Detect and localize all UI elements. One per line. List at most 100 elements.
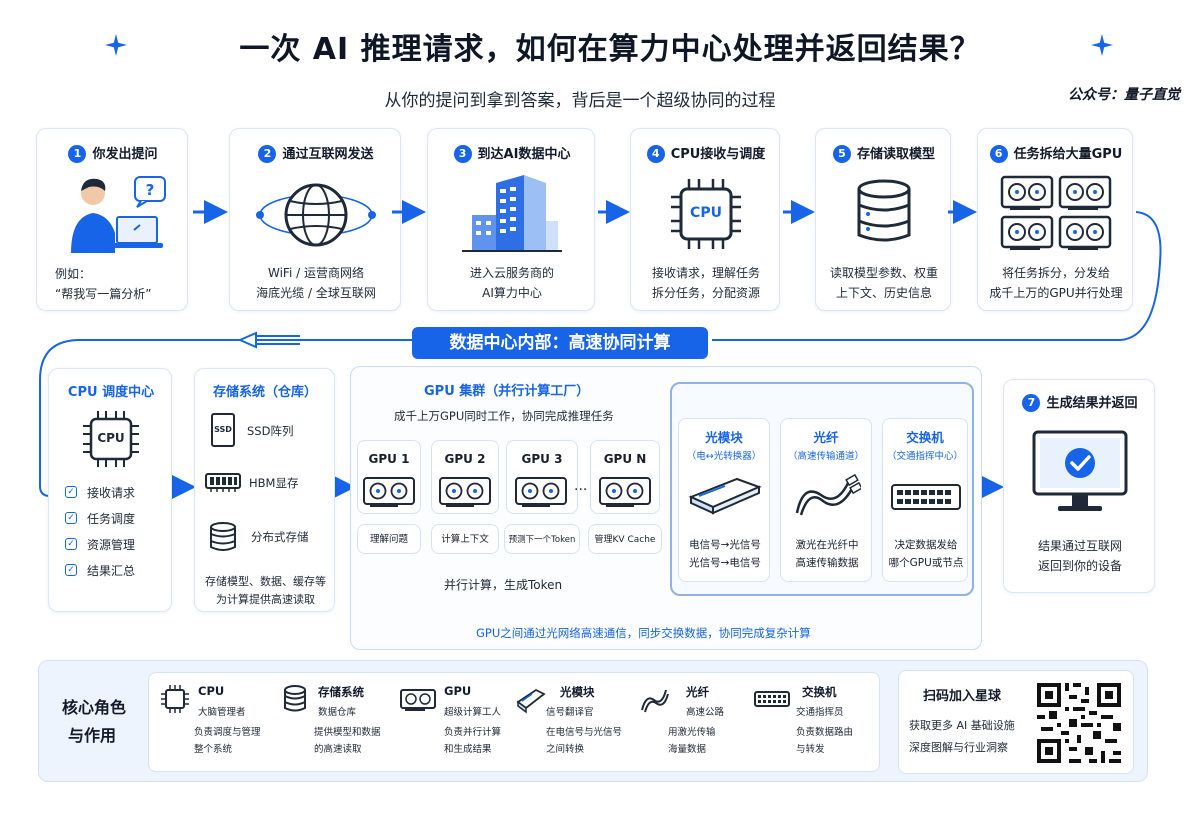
gpu-cluster-subtitle: 成千上万GPU同时工作，协同完成推理任务 <box>394 409 614 423</box>
step-3-line-2: AI算力中心 <box>482 286 542 300</box>
cpu-icon: CPU <box>81 409 141 469</box>
step-title: 存储读取模型 <box>856 147 935 162</box>
role-optical-module: 光模块 信号翻译官 在电信号与光信号之间转换 <box>516 672 638 784</box>
qr-title: 扫码加入星球 <box>923 689 1002 704</box>
role-switch: 交换机 交通指挥员 负责数据路由与转发 <box>754 672 876 784</box>
step-number: 4 <box>646 144 665 163</box>
gpu-n-task: 管理KV Cache <box>588 524 662 554</box>
step-title: 生成结果并返回 <box>1046 396 1138 411</box>
gpu-name: GPU 1 <box>368 452 410 466</box>
step-1-line-2: “帮我写一篇分析” <box>55 287 152 301</box>
role-title: CPU <box>198 684 225 698</box>
step-number: 1 <box>68 144 87 163</box>
fiber-card: 光纤 （高速传输通道） 激光在光纤中 高速传输数据 <box>780 418 872 582</box>
gpu-icon <box>599 477 651 508</box>
page-subtitle: 从你的提问到拿到答案，背后是一个超级协同的过程 <box>384 91 776 111</box>
network-title: 光纤 <box>813 430 839 445</box>
step-6-line-1: 将任务拆分，分发给 <box>1001 266 1110 280</box>
role-sub: 信号翻译官 <box>546 707 594 718</box>
storage-hbm-label: HBM显存 <box>249 476 299 490</box>
check-icon: ✓ <box>65 486 77 498</box>
storage-desc-2: 为计算提供高速读取 <box>216 593 315 606</box>
switch-card: 交换机 （交通指挥中心） 决定数据发给 哪个GPU或节点 <box>882 418 968 582</box>
step-5-line-2: 上下文、历史信息 <box>835 286 932 300</box>
gpu-icon <box>439 477 491 508</box>
step-3-line-1: 进入云服务商的 <box>469 266 554 280</box>
user-laptop-icon: ? <box>59 173 169 255</box>
network-sub: （高速传输通道） <box>787 451 864 462</box>
role-sub: 高速公路 <box>686 707 725 718</box>
role-fiber: 光纤 高速公路 用激光传输海量数据 <box>640 672 746 784</box>
network-line: 光信号→电信号 <box>689 557 761 569</box>
fiber-icon <box>640 684 670 714</box>
role-title: 交换机 <box>802 685 837 699</box>
globe-icon <box>256 177 376 253</box>
page-title: 一次 AI 推理请求，如何在算力中心处理并返回结果？ <box>239 32 981 67</box>
step-title: CPU接收与调度 <box>670 147 766 162</box>
qr-code-icon[interactable] <box>1033 679 1125 767</box>
network-line: 电信号→光信号 <box>689 539 761 551</box>
check-icon: ✓ <box>65 538 77 550</box>
role-sub: 交通指挥员 <box>796 707 844 718</box>
step-number: 6 <box>989 144 1008 163</box>
role-sub: 超级计算工人 <box>444 707 502 718</box>
network-title: 交换机 <box>906 430 944 445</box>
cpu-chip-label: CPU <box>690 205 722 221</box>
roles-heading-2: 与作用 <box>68 726 117 745</box>
network-line: 高速传输数据 <box>795 557 859 569</box>
network-title: 光模块 <box>705 430 743 445</box>
step-number: 2 <box>258 144 277 163</box>
role-desc: 负责并行计算和生成结果 <box>444 727 502 755</box>
cpu-icon: CPU <box>669 177 743 251</box>
step-title: 通过互联网发送 <box>282 147 374 162</box>
role-desc: 用激光传输海量数据 <box>668 727 716 755</box>
ssd-icon: SSD <box>211 413 235 447</box>
svg-text:?: ? <box>146 181 155 199</box>
hbm-icon <box>205 471 241 493</box>
storage-distributed-label: 分布式存储 <box>251 530 309 544</box>
roles-heading-1: 核心角色 <box>62 698 127 717</box>
monitor-check-icon <box>1032 430 1128 516</box>
sparkle-right-icon <box>1090 33 1114 57</box>
watermark: 公众号：量子直觉 <box>1068 87 1180 103</box>
role-sub: 数据仓库 <box>318 707 357 718</box>
building-icon <box>462 173 562 255</box>
step-title: 你发出提问 <box>92 147 158 162</box>
fiber-icon <box>793 473 863 519</box>
gpu-2-task: 计算上下文 <box>431 524 499 554</box>
gpu-icon <box>515 477 567 508</box>
gpu-icon <box>400 684 436 714</box>
role-desc: 负责数据路由与转发 <box>796 727 854 755</box>
storage-panel: 存储系统（仓库） SSD SSD阵列 HBM显存 分布式存储 存储模型、数据、缓… <box>194 368 335 612</box>
ssd-badge: SSD <box>214 425 232 434</box>
gpu-name: GPU N <box>603 452 647 466</box>
optical-module-card: 光模块 （电↔光转换器） 电信号→光信号 光信号→电信号 <box>678 418 770 582</box>
qr-line-2: 深度图解与行业洞察 <box>909 741 1008 754</box>
step-number: 3 <box>453 144 472 163</box>
gpu-cluster-title: GPU 集群（并行计算工厂） <box>424 384 590 399</box>
step-2-line-2: 海底光缆 / 全球互联网 <box>256 286 376 300</box>
gpu-comm-note: GPU之间通过光网络高速通信，同步交换数据，协同完成复杂计算 <box>470 625 817 641</box>
cpu-task-resource: ✓资源管理 <box>65 531 169 557</box>
storage-title: 存储系统（仓库） <box>213 385 318 400</box>
database-icon <box>280 684 310 714</box>
role-title: 光模块 <box>560 685 595 699</box>
cpu-task-summary: ✓结果汇总 <box>65 557 169 583</box>
role-desc: 负责调度与管理整个系统 <box>194 727 261 755</box>
step-7-line-2: 返回到你的设备 <box>1037 559 1122 573</box>
role-desc: 在电信号与光信号之间转换 <box>546 727 623 755</box>
role-desc: 提供模型和数据的高速读取 <box>314 727 381 755</box>
storage-desc-1: 存储模型、数据、缓存等 <box>205 575 326 588</box>
switch-icon <box>754 684 790 714</box>
role-title: GPU <box>444 684 472 698</box>
network-line: 激光在光纤中 <box>795 539 859 551</box>
step-4-line-2: 拆分任务，分配资源 <box>651 286 760 300</box>
cpu-center-title: CPU 调度中心 <box>67 385 155 400</box>
step-title: 任务拆给大量GPU <box>1013 147 1123 162</box>
step-number: 5 <box>832 144 851 163</box>
gpu-name: GPU 2 <box>444 452 486 466</box>
step-1-line-1: 例如： <box>55 267 92 281</box>
